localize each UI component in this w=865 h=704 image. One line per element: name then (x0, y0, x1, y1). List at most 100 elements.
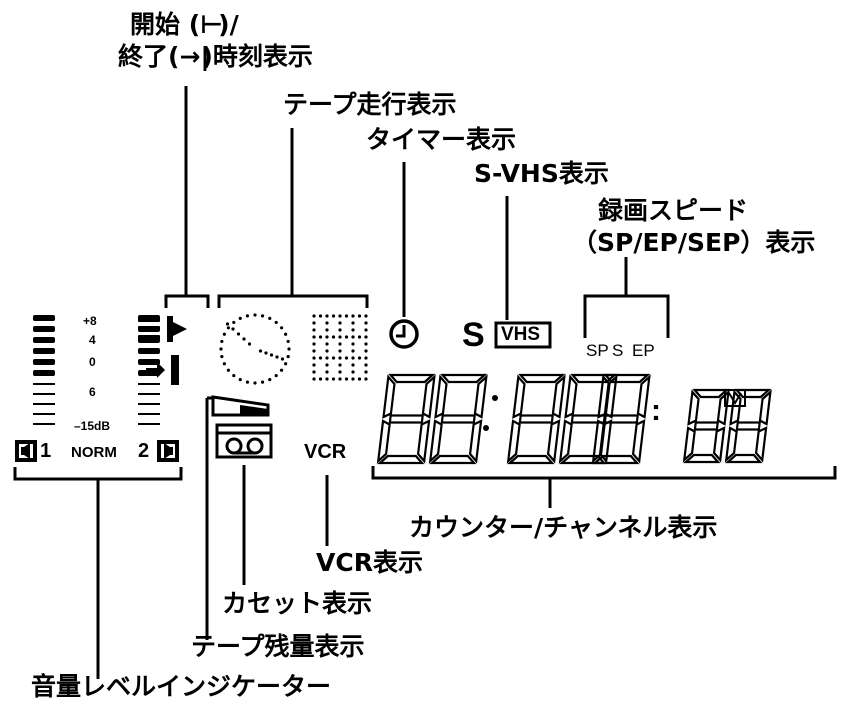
tape-dot (268, 378, 272, 382)
segment (597, 374, 611, 419)
tape-dot (325, 363, 329, 367)
level-scale-4: 4 (89, 333, 96, 347)
tape-dot (231, 327, 235, 331)
tape-dot (331, 314, 336, 318)
tape-dot (338, 335, 342, 339)
tape-dot (226, 368, 231, 372)
tape-dot (351, 342, 355, 346)
tape-dot (351, 314, 355, 318)
speaker-right-icon (157, 440, 179, 462)
segment (591, 419, 606, 464)
tape-dot (274, 320, 278, 325)
tape-remaining-icon (211, 395, 270, 417)
tape-dot (338, 321, 342, 325)
tape-dot (338, 370, 342, 374)
start-time-label: 開始 (⊢)/ (130, 10, 239, 39)
tape-dot (268, 316, 272, 320)
colon-separator: : (651, 394, 661, 427)
tape-dot (226, 326, 231, 330)
tape-dot (351, 349, 355, 353)
tape-dot (242, 337, 246, 341)
tape-dot (258, 349, 263, 353)
segment (716, 389, 730, 426)
check-mark-icon (724, 389, 746, 407)
segment (388, 414, 424, 424)
tape-dot (312, 356, 316, 360)
segment (518, 414, 554, 424)
level-meter-left (33, 315, 55, 425)
tape-dot (357, 335, 362, 339)
speed-s: S (612, 341, 624, 360)
segment (636, 374, 651, 419)
tape-dot (325, 342, 329, 346)
tape-dot (236, 332, 241, 336)
speaker-left-icon (15, 440, 37, 462)
segment (754, 426, 768, 463)
tape-dot (344, 335, 349, 339)
segment (434, 374, 448, 419)
tape-dot (364, 370, 368, 374)
tape-dot (364, 314, 368, 318)
tape-dot (325, 321, 329, 325)
rec-speed-label-2: （SP/EP/SEP）表示 (572, 228, 816, 257)
counter-bracket (371, 466, 837, 508)
segment (724, 426, 738, 463)
tape-dot (312, 314, 316, 318)
tape-dot (357, 377, 362, 381)
segment (758, 389, 772, 426)
level-scale-0: 0 (89, 355, 96, 369)
timer-label: タイマー表示 (366, 125, 517, 154)
cassette-icon (215, 423, 273, 459)
speed-ep: EP (632, 341, 655, 360)
segment (712, 426, 726, 463)
segment (377, 454, 425, 465)
tape-dot (351, 321, 355, 325)
segment (416, 419, 431, 464)
colon-dots (483, 395, 498, 431)
tape-dot (312, 321, 316, 325)
end-time-label: 終了(→|)時刻表示 (118, 42, 313, 71)
segment (507, 454, 555, 465)
segment (725, 453, 763, 464)
segment (473, 374, 488, 419)
segment (592, 454, 640, 465)
tape-dot (287, 347, 291, 351)
tape-dot (253, 313, 257, 317)
segment (692, 388, 730, 399)
tape-dot (364, 349, 368, 353)
rec-speed-label-1: 録画スピード (598, 196, 749, 225)
s-mark: S (462, 316, 485, 354)
tape-dot (325, 377, 329, 381)
tape-dot (338, 377, 342, 381)
tape-dot (264, 351, 268, 355)
tape-dot (312, 363, 316, 367)
tape-dot (312, 349, 316, 353)
tape-dot (312, 328, 316, 332)
segment (683, 453, 721, 464)
tape-dot (318, 314, 323, 318)
tape-dot (338, 356, 342, 360)
segment-display (376, 373, 772, 465)
tape-dot (344, 377, 349, 381)
tape-dot (325, 335, 329, 339)
tape-dot (364, 363, 368, 367)
tape-dot (344, 314, 349, 318)
tape-dot (364, 356, 368, 360)
tape-dot (357, 356, 362, 360)
tape-dot (232, 373, 236, 378)
level-scale-minus15: –15dB (74, 419, 111, 433)
norm-label: NORM (71, 444, 117, 461)
tape-dot (325, 356, 329, 360)
tape-dot (331, 377, 336, 381)
tape-dot (220, 339, 224, 344)
tape-dot (279, 326, 284, 330)
tape-dot (318, 335, 323, 339)
tape-dot (364, 328, 368, 332)
tape-dot (351, 356, 355, 360)
start-time-icon (138, 316, 187, 342)
segment (468, 419, 483, 464)
segment (376, 419, 391, 464)
timer-icon (389, 162, 419, 349)
tape-dot (351, 363, 355, 367)
tape-dot (312, 370, 316, 374)
